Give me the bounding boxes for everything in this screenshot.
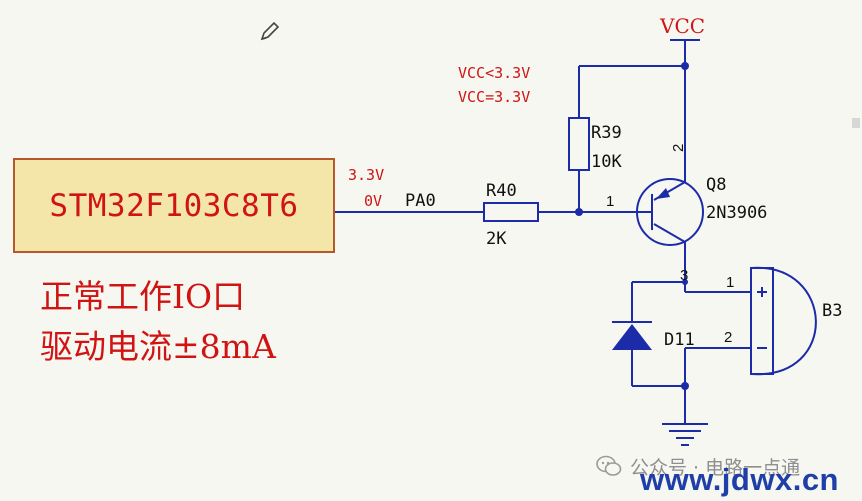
b3-pin-minus: 2: [724, 329, 732, 346]
pencil-icon[interactable]: [258, 21, 282, 48]
note-drive-current: 驱动电流±8mA: [40, 327, 276, 366]
q8-part: 2N3906: [706, 203, 767, 223]
wechat-account: 公众号 · 电路一点通: [630, 456, 801, 479]
r39-ref: R39: [591, 123, 622, 143]
vcc-label: VCC: [659, 14, 705, 38]
mcu-block: STM32F103C8T6: [13, 158, 335, 253]
mcu-part-number: STM32F103C8T6: [49, 187, 299, 224]
vcc-power-flag: [670, 39, 700, 66]
base-junction: [575, 208, 583, 216]
b3-buzzer: [750, 266, 817, 376]
ground-junction: [681, 382, 689, 390]
r39-resistor: [568, 66, 590, 212]
vcc-note-1: VCC<3.3V: [458, 64, 530, 82]
q8-pin-emitter: 2: [670, 144, 687, 152]
signal-high: 3.3V: [348, 166, 384, 184]
scrollbar-marker[interactable]: [852, 118, 860, 128]
ground-symbol: [662, 423, 708, 446]
q8-transistor: [636, 66, 704, 292]
site-watermark: www.jdwx.cn: [640, 462, 839, 497]
r40-resistor: [483, 202, 652, 222]
d11-ref: D11: [664, 330, 695, 350]
r39-value: 10K: [591, 152, 622, 172]
q8-pin-base: 1: [606, 193, 614, 210]
q8-ref: Q8: [706, 175, 726, 195]
wechat-watermark: 公众号 · 电路一点通: [596, 452, 800, 480]
b3-pin-plus: 1: [726, 274, 734, 291]
q8-pin-collector: 3: [680, 267, 688, 284]
pin-label-pa0: PA0: [405, 191, 436, 211]
note-io-normal: 正常工作IO口: [40, 277, 246, 316]
r40-ref: R40: [486, 181, 517, 201]
signal-low: 0V: [364, 192, 382, 210]
vcc-note-2: VCC=3.3V: [458, 88, 530, 106]
wechat-icon: [596, 455, 622, 477]
d11-diode: [612, 281, 685, 387]
b3-ref: B3: [822, 301, 842, 321]
r40-value: 2K: [486, 229, 507, 249]
